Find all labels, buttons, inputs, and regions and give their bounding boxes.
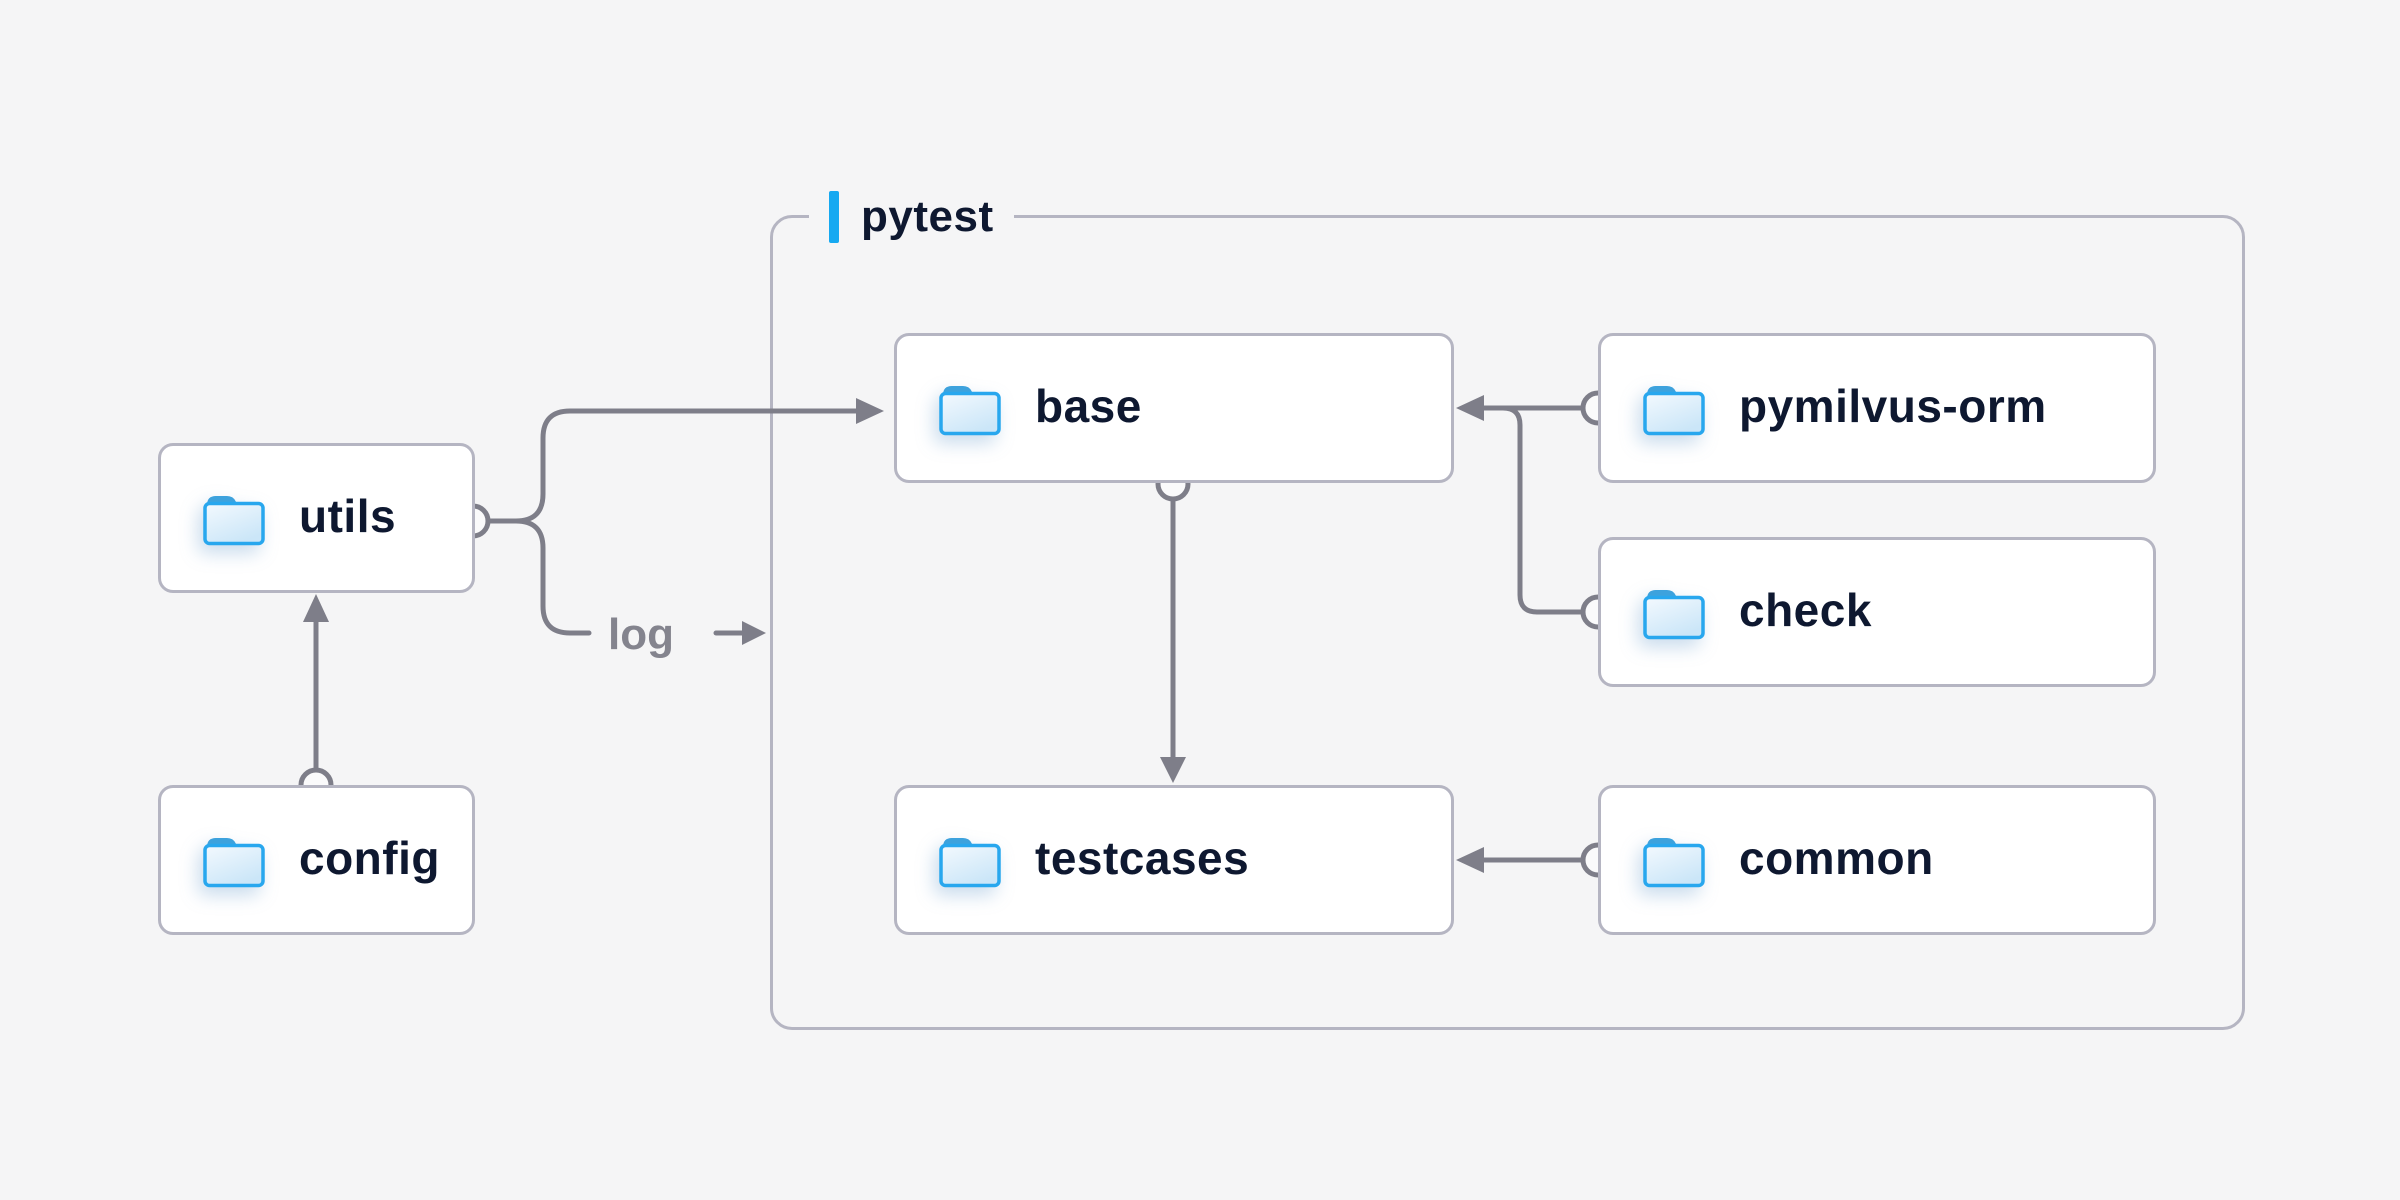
accent-bar xyxy=(829,191,839,243)
edge-utils-log xyxy=(484,518,592,636)
node-label: pymilvus-orm xyxy=(1739,380,2047,432)
folder-icon xyxy=(203,838,265,888)
pytest-container: pytest xyxy=(770,186,2245,1030)
folder-icon xyxy=(939,386,1001,436)
node-check: check xyxy=(1598,537,2156,687)
arrowhead-config-utils xyxy=(303,594,329,622)
node-config: config xyxy=(158,785,475,935)
node-common: common xyxy=(1598,785,2156,935)
node-pymilvus-orm: pymilvus-orm xyxy=(1598,333,2156,483)
arrowhead-log xyxy=(742,621,766,645)
pytest-container-label: pytest xyxy=(809,186,1014,248)
node-label: testcases xyxy=(1035,832,1250,884)
folder-icon xyxy=(1643,838,1705,888)
log-annotation: log xyxy=(608,610,674,659)
folder-icon xyxy=(1643,386,1705,436)
container-title: pytest xyxy=(861,192,994,241)
node-label: check xyxy=(1739,584,1872,636)
folder-icon xyxy=(939,838,1001,888)
node-utils: utils xyxy=(158,443,475,593)
node-label: base xyxy=(1035,380,1142,432)
node-label: config xyxy=(299,832,440,884)
folder-icon xyxy=(1643,590,1705,640)
folder-icon xyxy=(203,496,265,546)
node-testcases: testcases xyxy=(894,785,1454,935)
node-label: utils xyxy=(299,490,397,542)
node-base: base xyxy=(894,333,1454,483)
node-label: common xyxy=(1739,832,1934,884)
